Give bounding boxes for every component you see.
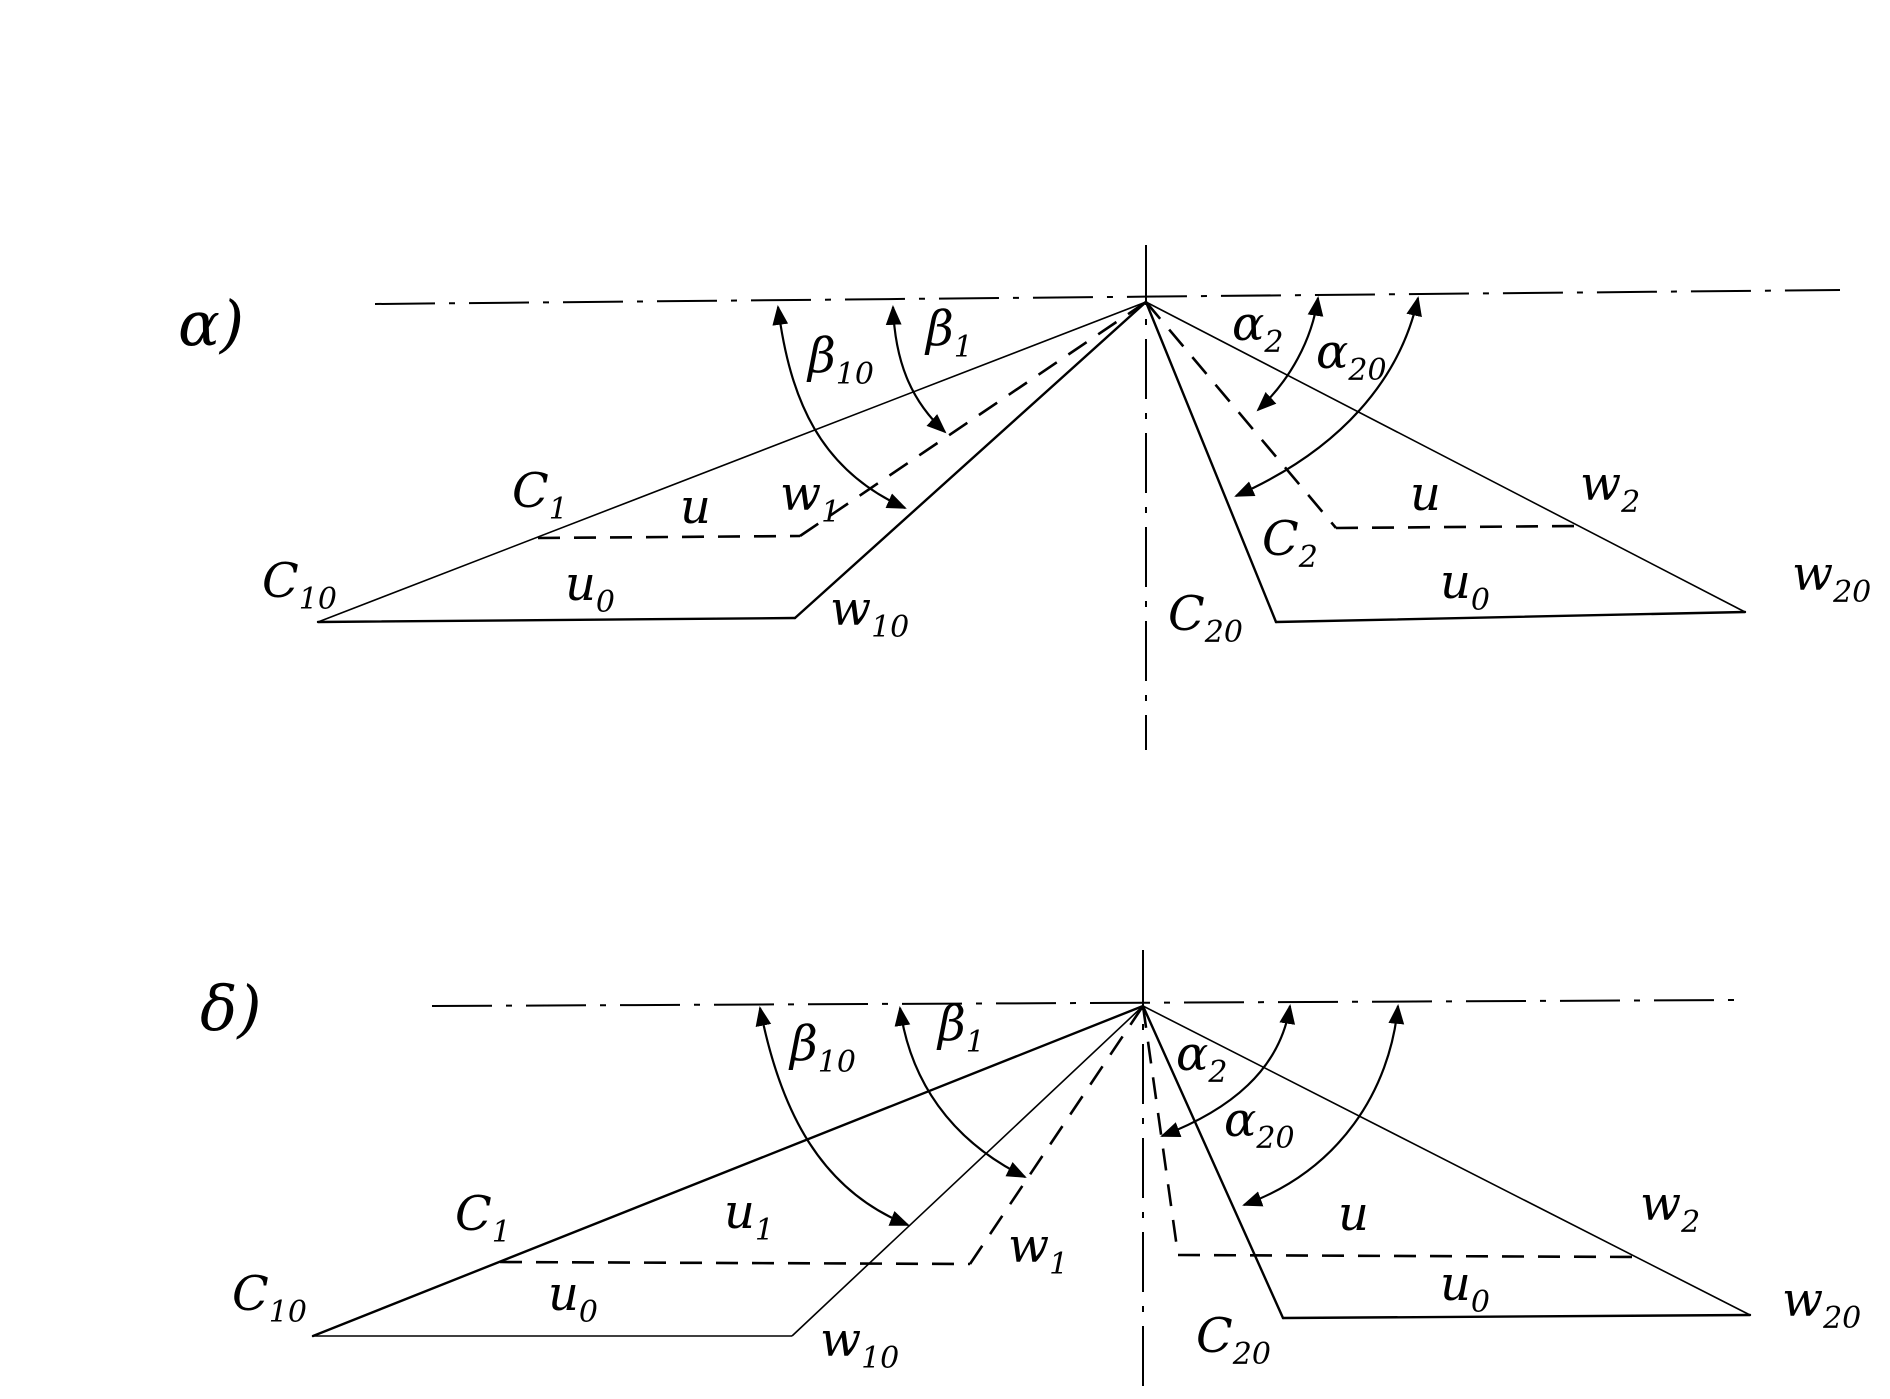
- panel-a-beta1-label: β1: [924, 301, 973, 365]
- panel-a: α) C10 C1 u u0 w1 w10 β10 β1 α2 α20 u: [178, 245, 1871, 750]
- panel-b-w2-label: w2: [1640, 1176, 1700, 1240]
- panel-a-c2-label: C2: [1262, 511, 1318, 575]
- panel-b-c20-label: C20: [1196, 1308, 1271, 1372]
- panel-b-c10-vector: [311, 1004, 1145, 1338]
- panel-a-horizontal-axis: [374, 289, 1841, 305]
- panel-b-w1-dashed: [968, 1005, 1145, 1265]
- panel-a-u-right-label: u: [1410, 466, 1441, 522]
- panel-a-c10-label: C10: [262, 553, 337, 617]
- panel-a-w1-label: w1: [780, 466, 840, 530]
- panel-a-beta10-label: β10: [806, 328, 874, 392]
- panel-b-u0-left-label: u0: [548, 1266, 598, 1330]
- panel-b-u0-right-line: [1281, 1313, 1752, 1320]
- panel-b-beta1-arc: [894, 1006, 1027, 1178]
- panel-b-alpha20-arc: [1242, 1004, 1405, 1207]
- panel-b-w1-label: w1: [1008, 1218, 1068, 1282]
- panel-b-w10-label: w10: [820, 1312, 899, 1376]
- panel-b-u0-right-label: u0: [1440, 1256, 1490, 1320]
- panel-b-u1-dashed: [499, 1260, 971, 1266]
- panel-a-w10-vector: [793, 300, 1148, 620]
- panel-b-u-right-dashed: [1177, 1253, 1641, 1259]
- panel-b-u1-label: u1: [724, 1184, 774, 1248]
- panel-a-u-left-label: u: [680, 479, 711, 535]
- panel-a-c1-label: C1: [512, 463, 568, 527]
- panel-a-beta1-arc: [885, 305, 947, 434]
- panel-b-w20-label: w20: [1782, 1272, 1861, 1336]
- panel-b-alpha2-label: α2: [1176, 1026, 1228, 1090]
- panel-a-label: α): [178, 287, 244, 360]
- panel-b-label: δ): [200, 972, 262, 1045]
- panel-a-c10-vector: [317, 301, 1147, 623]
- panel-a-c20-label: C20: [1168, 586, 1243, 650]
- panel-a-alpha2-label: α2: [1232, 296, 1284, 360]
- panel-b-horizontal-axis: [431, 999, 1741, 1007]
- panel-a-w10-label: w10: [830, 581, 909, 645]
- panel-a-u0-right-label: u0: [1440, 554, 1490, 618]
- panel-b-u-right-label: u: [1338, 1186, 1369, 1242]
- panel-a-u0-left-line: [316, 616, 797, 624]
- panel-b: δ) C10 C1 u1 u0 w1 w10 β10 β1 α2 α20 u: [200, 950, 1861, 1399]
- panel-a-beta10-arc: [772, 305, 907, 510]
- panel-b-beta10-label: β10: [788, 1016, 856, 1080]
- panel-a-w20-label: w20: [1792, 546, 1871, 610]
- panel-b-beta10-arc: [755, 1006, 910, 1227]
- panel-a-c20-vector: [1144, 300, 1278, 624]
- panel-a-alpha20-label: α20: [1316, 324, 1387, 388]
- panel-a-u0-left-label: u0: [565, 556, 615, 620]
- panel-a-u0-right-line: [1274, 610, 1747, 624]
- panel-a-w1-dashed: [799, 300, 1147, 538]
- panel-a-u-left-dashed: [537, 534, 801, 540]
- panel-a-alpha20-arc: [1234, 296, 1422, 498]
- panel-b-c10-label: C10: [232, 1266, 307, 1330]
- panel-b-c1-label: C1: [455, 1186, 511, 1250]
- panel-a-u-right-dashed: [1335, 524, 1577, 530]
- panel-b-beta1-label: β1: [936, 996, 985, 1060]
- panel-b-alpha20-label: α20: [1224, 1092, 1295, 1156]
- panel-a-w2-label: w2: [1580, 456, 1640, 520]
